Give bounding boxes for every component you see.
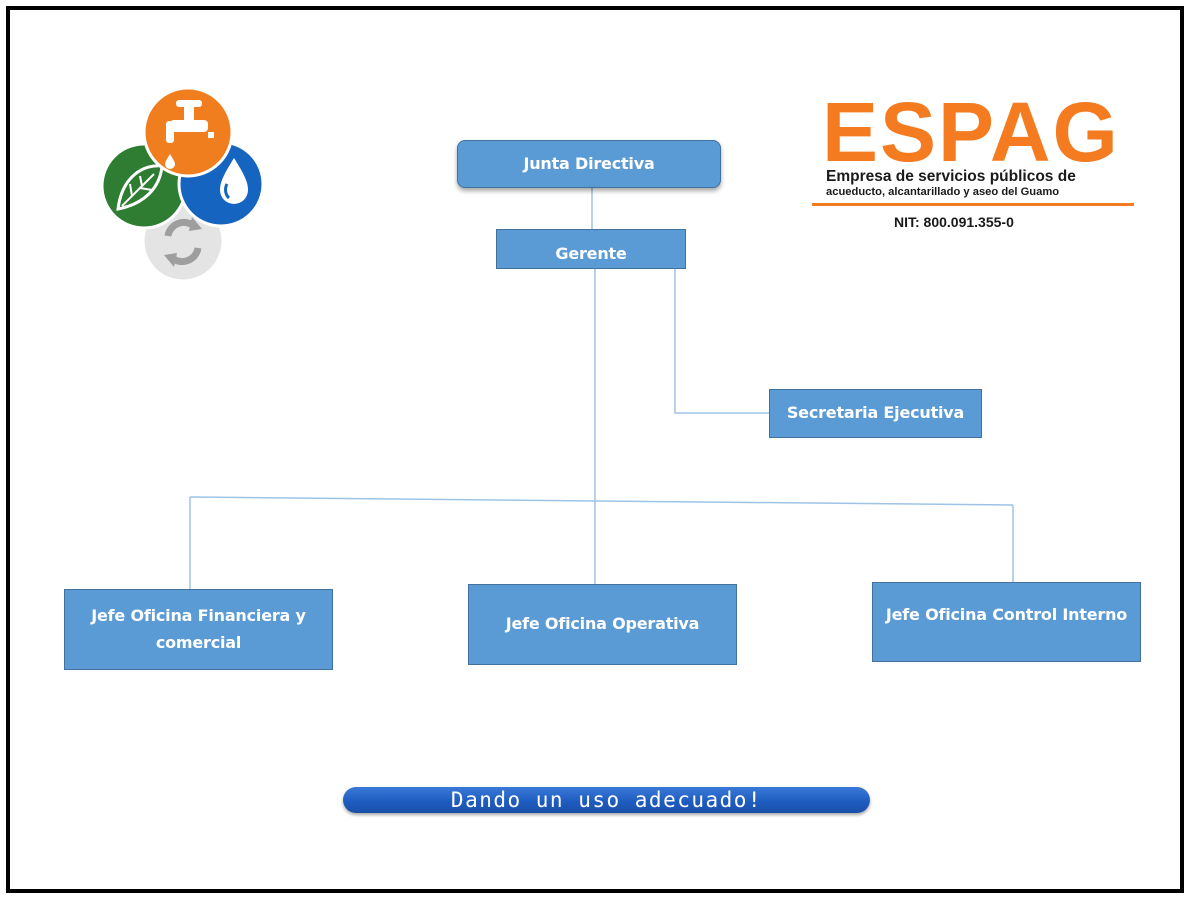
node-jefe-operativa: Jefe Oficina Operativa xyxy=(468,584,737,665)
slogan-text: Dando un uso adecuado! xyxy=(450,788,763,812)
node-control-label: Jefe Oficina Control Interno xyxy=(885,604,1128,624)
brand-nit: NIT: 800.091.355-0 xyxy=(894,214,1014,230)
brand-name: ESPAG xyxy=(822,85,1120,179)
brand-divider xyxy=(812,203,1134,206)
node-secretaria-label: Secretaria Ejecutiva xyxy=(786,403,965,423)
espag-logo-mark xyxy=(100,86,265,283)
node-gerente: Gerente xyxy=(496,229,686,269)
slogan-banner: Dando un uso adecuado! xyxy=(343,787,870,813)
node-junta-label: Junta Directiva xyxy=(523,153,655,173)
faucet-icon xyxy=(142,86,234,178)
brand-tagline-line1: Empresa de servicios públicos de xyxy=(826,168,1076,185)
node-jefe-control-interno: Jefe Oficina Control Interno xyxy=(872,582,1141,662)
node-financiera-label-line2: comercial xyxy=(155,632,242,652)
node-jefe-financiera: Jefe Oficina Financiera y comercial xyxy=(64,589,333,670)
connector-horizontal-bus xyxy=(189,496,1014,506)
node-operativa-label: Jefe Oficina Operativa xyxy=(505,614,700,634)
connector-gerente-secretaria xyxy=(674,269,769,414)
brand-tagline-line2: acueducto, alcantarillado y aseo del Gua… xyxy=(826,186,1060,198)
node-gerente-label: Gerente xyxy=(555,243,627,263)
node-secretaria-ejecutiva: Secretaria Ejecutiva xyxy=(769,389,982,438)
espag-brand: ESPAG Empresa de servicios públicos de a… xyxy=(808,90,1138,238)
node-junta-directiva: Junta Directiva xyxy=(457,140,721,188)
node-financiera-label-line1: Jefe Oficina Financiera y xyxy=(91,606,306,626)
